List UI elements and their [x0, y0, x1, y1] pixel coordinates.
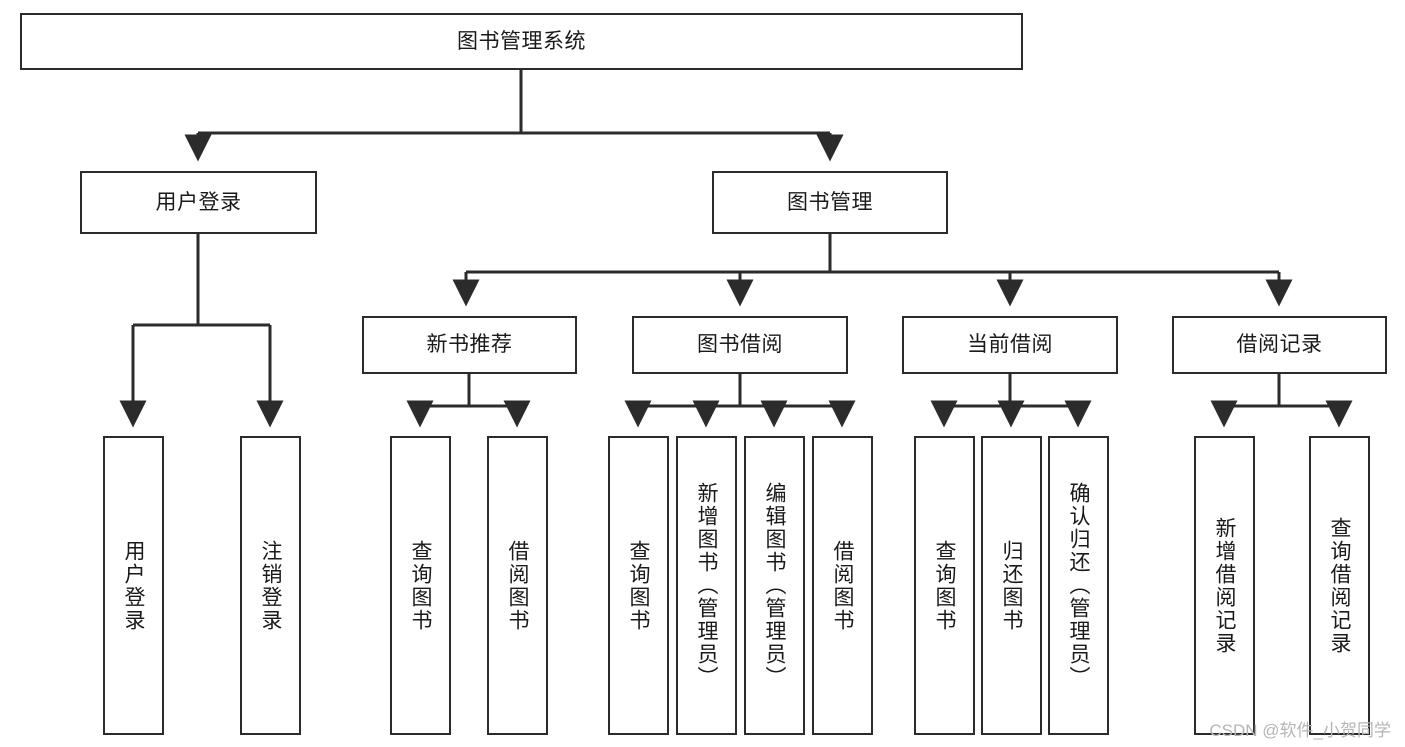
- node-book-borrow-label: 图书借阅: [697, 333, 783, 357]
- node-leaf-logout-label: 注销登录: [259, 539, 282, 632]
- node-leaf-query-record[interactable]: 查询借阅记录: [1309, 436, 1370, 735]
- node-leaf-borrow-book-1[interactable]: 借阅图书: [487, 436, 548, 735]
- node-user-login[interactable]: 用户登录: [80, 171, 317, 234]
- node-leaf-logout[interactable]: 注销登录: [240, 436, 301, 735]
- node-book-borrow[interactable]: 图书借阅: [632, 316, 848, 374]
- node-new-book-rec[interactable]: 新书推荐: [362, 316, 577, 374]
- node-leaf-add-record[interactable]: 新增借阅记录: [1194, 436, 1255, 735]
- node-leaf-add-record-label: 新增借阅记录: [1213, 516, 1236, 655]
- node-leaf-query-book-2-label: 查询图书: [627, 539, 650, 632]
- node-borrow-record[interactable]: 借阅记录: [1172, 316, 1387, 374]
- node-leaf-query-record-label: 查询借阅记录: [1328, 516, 1351, 655]
- node-leaf-confirm-return[interactable]: 确认归还（管理员）: [1048, 436, 1109, 735]
- node-root-label: 图书管理系统: [457, 29, 586, 53]
- node-book-manage-label: 图书管理: [787, 190, 873, 214]
- node-leaf-return-book-label: 归还图书: [1000, 539, 1023, 632]
- node-leaf-borrow-book-1-label: 借阅图书: [506, 539, 529, 632]
- node-borrow-record-label: 借阅记录: [1236, 333, 1323, 357]
- node-leaf-borrow-book-2-label: 借阅图书: [831, 539, 854, 632]
- node-new-book-rec-label: 新书推荐: [426, 333, 513, 357]
- node-leaf-add-book[interactable]: 新增图书（管理员）: [676, 436, 737, 735]
- node-leaf-query-book-1-label: 查询图书: [409, 539, 432, 632]
- node-leaf-return-book[interactable]: 归还图书: [981, 436, 1042, 735]
- node-leaf-query-book-2[interactable]: 查询图书: [608, 436, 669, 735]
- node-leaf-add-book-label: 新增图书（管理员）: [695, 482, 718, 689]
- csdn-watermark: CSDN @软件_小贺同学: [1209, 721, 1391, 740]
- node-leaf-user-login-label: 用户登录: [122, 539, 145, 632]
- node-leaf-confirm-return-label: 确认归还（管理员）: [1067, 482, 1090, 689]
- node-leaf-query-book-3[interactable]: 查询图书: [914, 436, 975, 735]
- node-current-borrow[interactable]: 当前借阅: [902, 316, 1118, 374]
- node-leaf-edit-book-label: 编辑图书（管理员）: [763, 482, 786, 689]
- node-leaf-borrow-book-2[interactable]: 借阅图书: [812, 436, 873, 735]
- node-leaf-edit-book[interactable]: 编辑图书（管理员）: [744, 436, 805, 735]
- node-user-login-label: 用户登录: [155, 190, 242, 214]
- node-leaf-user-login[interactable]: 用户登录: [103, 436, 164, 735]
- node-leaf-query-book-1[interactable]: 查询图书: [390, 436, 451, 735]
- node-leaf-query-book-3-label: 查询图书: [933, 539, 956, 632]
- node-book-manage[interactable]: 图书管理: [712, 171, 948, 234]
- node-current-borrow-label: 当前借阅: [967, 333, 1053, 357]
- node-root[interactable]: 图书管理系统: [20, 13, 1023, 70]
